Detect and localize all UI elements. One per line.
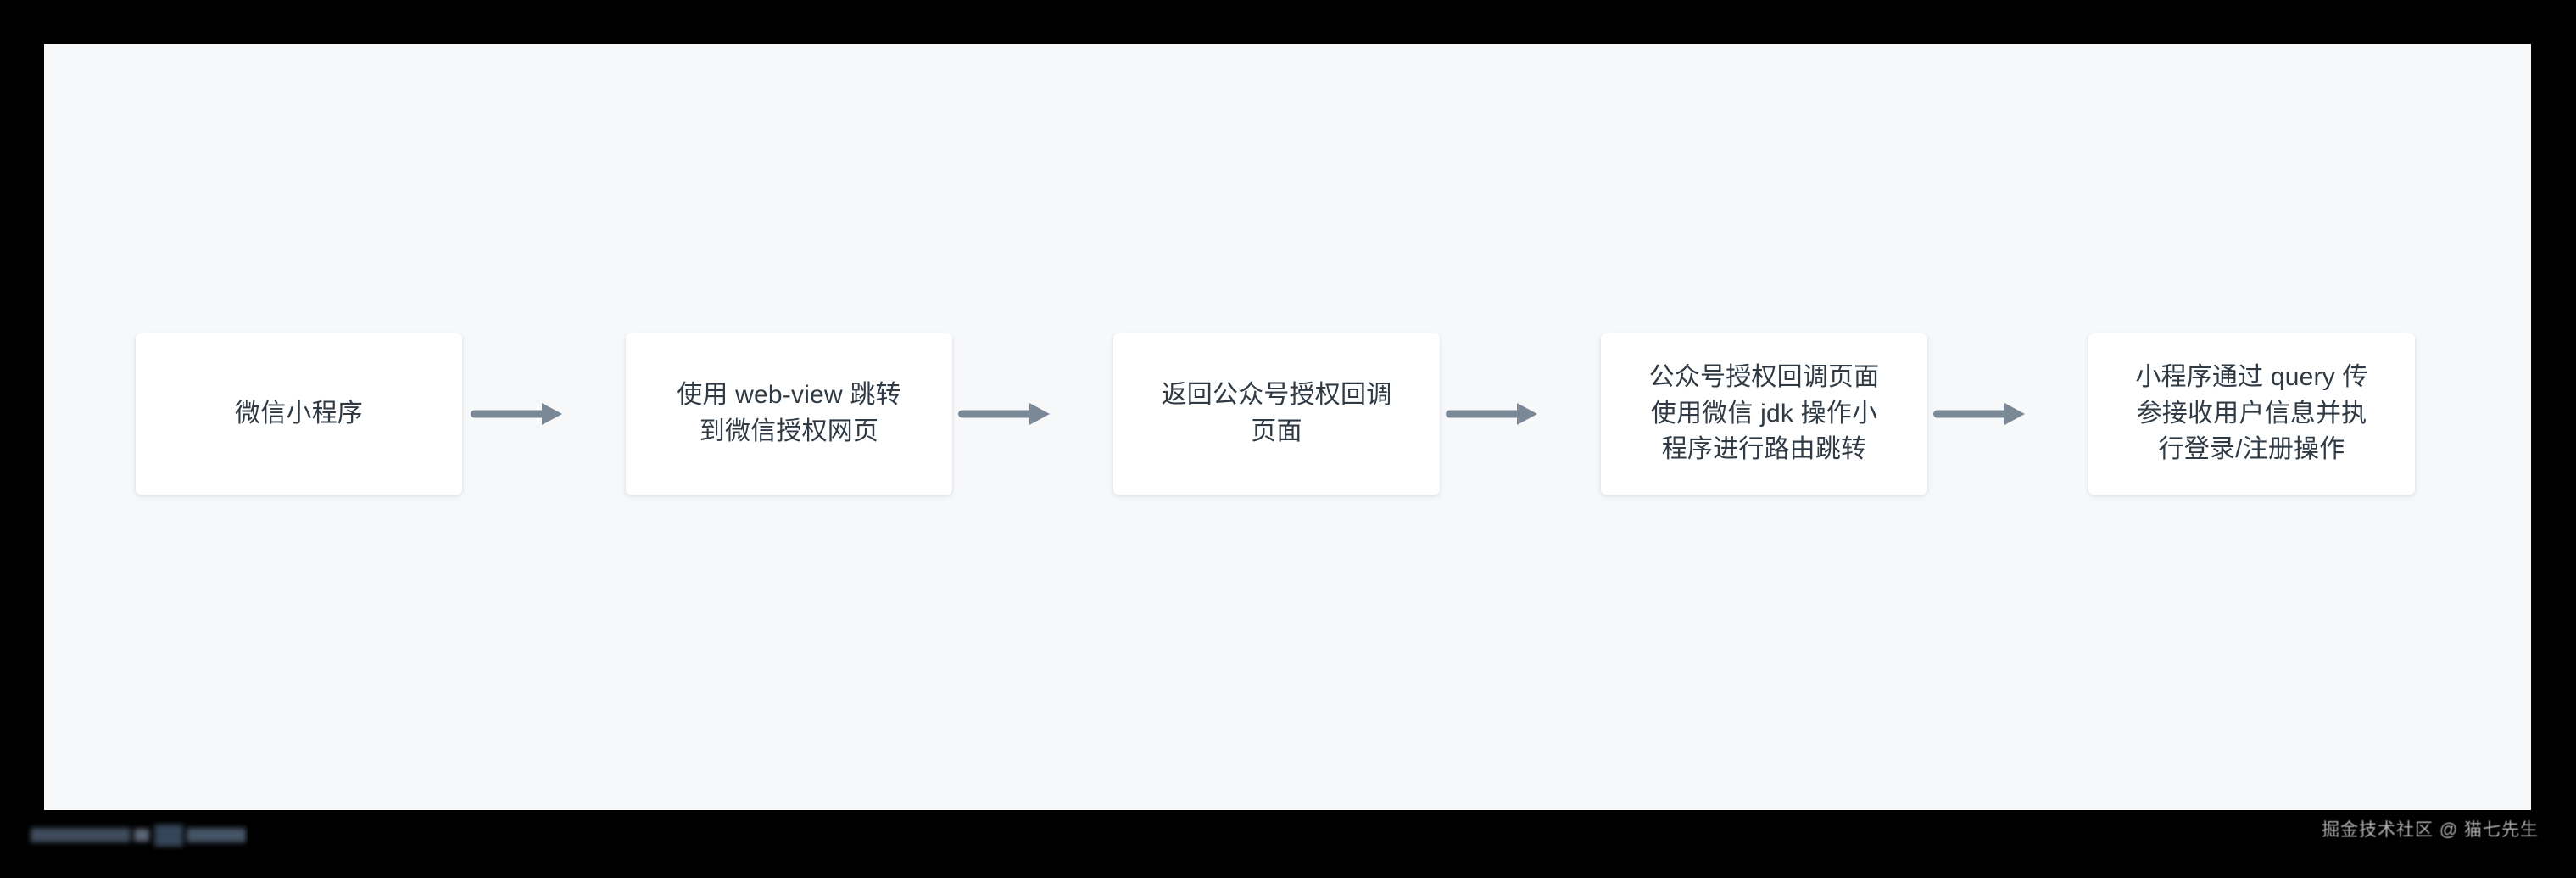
flow-arrow-4 bbox=[1933, 400, 2028, 428]
flow-node-label: 微信小程序 bbox=[235, 399, 363, 428]
redacted-blob bbox=[134, 829, 149, 842]
arrow-right-icon bbox=[1446, 403, 1537, 425]
flowchart: 微信小程序 使用 web-view 跳转 到微信授权网页 bbox=[44, 44, 2531, 810]
flow-node-label: 使用 web-view 跳转 到微信授权网页 bbox=[677, 381, 901, 445]
redacted-blob bbox=[31, 828, 131, 842]
flow-node-label: 返回公众号授权回调 页面 bbox=[1161, 381, 1392, 445]
flow-node-wechat-miniprogram[interactable]: 微信小程序 bbox=[136, 333, 462, 495]
flow-node-jdk-route-jump[interactable]: 公众号授权回调页面 使用微信 jdk 操作小 程序进行路由跳转 bbox=[1601, 333, 1927, 495]
flow-node-webview-redirect[interactable]: 使用 web-view 跳转 到微信授权网页 bbox=[626, 333, 952, 495]
flow-node-auth-callback-return[interactable]: 返回公众号授权回调 页面 bbox=[1113, 333, 1440, 495]
flow-node-label: 公众号授权回调页面 使用微信 jdk 操作小 程序进行路由跳转 bbox=[1648, 363, 1880, 464]
redacted-blob bbox=[154, 825, 183, 847]
watermark-attribution: 掘金技术社区 @ 猫七先生 bbox=[2322, 820, 2539, 840]
diagram-canvas: 微信小程序 使用 web-view 跳转 到微信授权网页 bbox=[44, 44, 2531, 810]
redacted-watermark-left bbox=[27, 821, 248, 850]
flow-arrow-1 bbox=[471, 400, 566, 428]
arrow-right-icon bbox=[471, 403, 562, 425]
flow-arrow-2 bbox=[958, 400, 1053, 428]
arrow-right-icon bbox=[958, 403, 1050, 425]
flow-node-query-login-register[interactable]: 小程序通过 query 传 参接收用户信息并执 行登录/注册操作 bbox=[2088, 333, 2415, 495]
redacted-blob bbox=[187, 828, 246, 842]
arrow-right-icon bbox=[1933, 403, 2025, 425]
flow-arrow-3 bbox=[1446, 400, 1541, 428]
flow-node-label: 小程序通过 query 传 参接收用户信息并执 行登录/注册操作 bbox=[2135, 363, 2368, 464]
